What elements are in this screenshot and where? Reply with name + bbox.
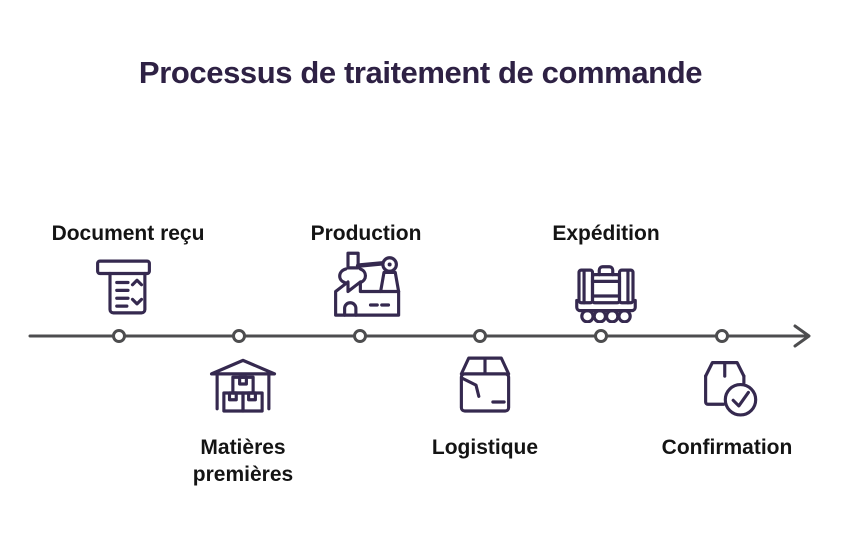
step-document-recu: Document reçu — [38, 220, 218, 323]
step-label: Logistique — [431, 436, 539, 459]
package-check-icon — [704, 361, 758, 417]
timeline-arrow — [28, 324, 811, 348]
arrowhead-icon — [793, 324, 811, 348]
step-label: Confirmation — [661, 436, 793, 459]
step-label: Production — [310, 222, 422, 245]
step-label: Matières premières — [192, 436, 294, 486]
timeline-node — [112, 329, 126, 343]
timeline-node — [473, 329, 487, 343]
page-title: Processus de traitement de commande — [138, 55, 703, 90]
step-label: Expédition — [552, 222, 660, 245]
timeline-node — [715, 329, 729, 343]
warehouse-boxes-icon — [209, 358, 277, 413]
step-expedition: Expédition — [516, 220, 696, 323]
factory-robot-arm-icon — [334, 251, 401, 317]
step-logistique: Logistique — [405, 348, 565, 461]
receipt-document-icon — [96, 259, 151, 315]
step-confirmation: Confirmation — [637, 348, 817, 461]
luggage-cart-icon — [575, 265, 637, 323]
timeline-node — [594, 329, 608, 343]
step-matieres-premieres: Matières premières — [173, 348, 313, 488]
timeline-node — [232, 329, 246, 343]
step-production: Production — [276, 220, 456, 323]
timeline-node — [353, 329, 367, 343]
step-label: Document reçu — [51, 222, 205, 245]
package-box-icon — [459, 356, 511, 413]
